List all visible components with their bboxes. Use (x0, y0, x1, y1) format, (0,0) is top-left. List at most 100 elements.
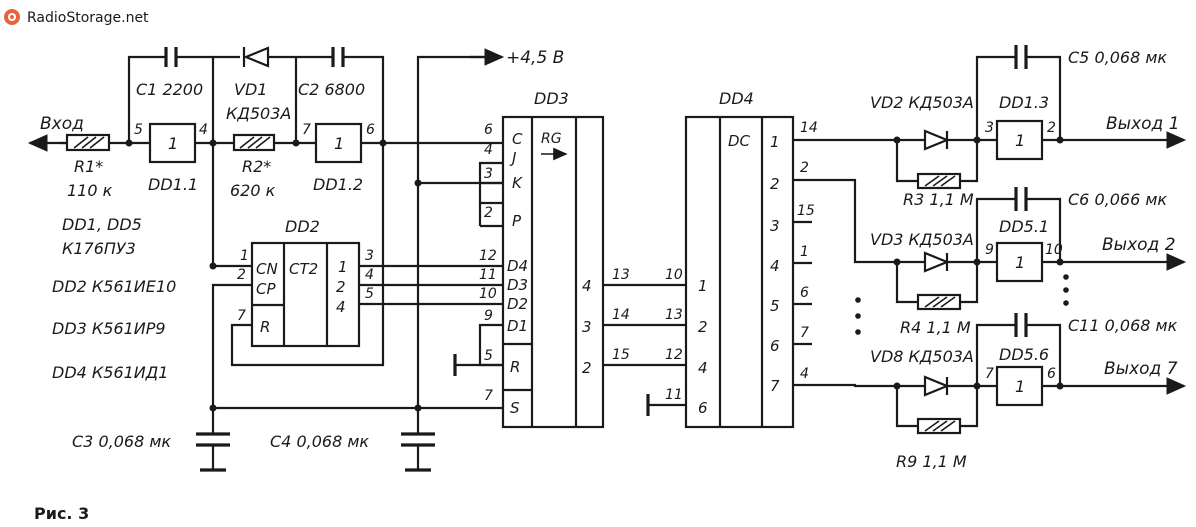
label-dd5-1: DD5.1 (999, 217, 1049, 236)
pin-dd3-p: 2 (484, 205, 493, 221)
vd1-name: VD1 (234, 80, 267, 99)
capacitor-c11-label: C11 0,068 мк (1068, 316, 1178, 335)
pin-dd2-q1: 3 (365, 248, 374, 264)
chip-dd2 (250, 241, 361, 348)
watermark-logo (4, 9, 20, 25)
dd4-out-2: 2 (770, 175, 780, 193)
pin-dd3-c: 6 (484, 122, 493, 138)
dd3-out-2: 2 (582, 359, 592, 377)
dd2-q4: 4 (336, 298, 346, 316)
dd4-out-6: 6 (770, 337, 780, 355)
pin-dd1-3-out: 2 (1047, 120, 1056, 136)
input-label: Вход (40, 114, 84, 134)
parts-dd2: DD2 К561ИЕ10 (52, 277, 176, 296)
dd3-d3: D3 (507, 276, 528, 294)
vd3-label: VD3 КД503А (870, 230, 974, 249)
pin-dd4-o7: 4 (800, 366, 809, 382)
dd3-d4: D4 (507, 257, 528, 275)
label-dd1-3: DD1.3 (999, 93, 1049, 112)
dd3-d2: D2 (507, 295, 528, 313)
dd3-p: P (512, 212, 522, 230)
capacitor-c3-label: C3 0,068 мк (72, 432, 171, 451)
r3-label: R3 1,1 М (903, 190, 974, 209)
label-dd2: DD2 (285, 217, 320, 236)
pin-dd1-2-in: 7 (302, 122, 311, 138)
pin-dd2-r: 7 (237, 308, 246, 324)
output-2-label: Выход 2 (1102, 235, 1176, 255)
pin-dd2-q2: 4 (365, 267, 374, 283)
capacitor-c5-label: C5 0,068 мк (1068, 48, 1167, 67)
pin-dd3-k: 3 (484, 166, 493, 182)
dd2-q1: 1 (338, 258, 348, 276)
pin-dd2-q4: 5 (365, 286, 374, 302)
pin-dd5-6-out: 6 (1047, 366, 1056, 382)
pin-dd2-cn: 1 (240, 248, 249, 264)
pin-dd4-o4: 1 (800, 244, 809, 260)
pin-dd1-1-out: 4 (199, 122, 208, 138)
pin-dd5-1-in: 9 (985, 242, 994, 258)
dd4-out-5: 5 (770, 297, 780, 315)
pin-dd1-2-out: 6 (366, 122, 375, 138)
dd4-dc: DC (728, 132, 751, 150)
pin-dd3-d3: 11 (479, 267, 497, 283)
output-7-label: Выход 7 (1104, 359, 1178, 379)
pin-dd4-o3: 15 (797, 203, 815, 219)
gate-dd5-1-symbol: 1 (1015, 253, 1025, 272)
figure-caption: Рис. 3 (34, 504, 89, 523)
pin-dd3-d1: 9 (484, 308, 493, 324)
pin-dd1-3-in: 3 (985, 120, 994, 136)
pin-dd3-q3: 14 (612, 307, 630, 323)
pin-dd4-o6: 7 (800, 325, 809, 341)
pin-dd1-1-in: 5 (134, 122, 143, 138)
dd4-in-6: 6 (698, 399, 708, 417)
pin-dd3-q4: 13 (612, 267, 630, 283)
dd2-cp: CP (256, 280, 276, 298)
dd2-r: R (260, 318, 270, 336)
parts-dd3: DD3 К561ИР9 (52, 319, 166, 338)
r1-name: R1* (74, 157, 103, 176)
supply-label: +4,5 В (506, 48, 564, 68)
dd3-k: K (512, 174, 523, 192)
pin-dd2-cp: 2 (237, 267, 246, 283)
pin-dd4-4: 12 (665, 347, 683, 363)
dd3-d1: D1 (507, 317, 528, 335)
pin-dd3-d2: 10 (479, 286, 497, 302)
pin-dd4-o2: 2 (800, 160, 809, 176)
pin-dd3-d4: 12 (479, 248, 497, 264)
parts-dd1-type: К176ПУ3 (62, 239, 136, 258)
vd8-label: VD8 КД503А (870, 347, 974, 366)
dd2-ct2: CT2 (289, 260, 318, 278)
ellipsis-dots (855, 274, 1069, 335)
capacitor-c6-label: C6 0,066 мк (1068, 190, 1167, 209)
dd4-in-1: 1 (698, 277, 708, 295)
capacitor-c1-label: C1 2200 (136, 80, 203, 99)
diode-vd8 (923, 375, 950, 397)
diode-vd2 (923, 129, 950, 151)
r2-name: R2* (242, 157, 271, 176)
gate-dd5-6-symbol: 1 (1015, 377, 1025, 396)
chip-dd3 (501, 115, 605, 429)
pin-dd4-1: 10 (665, 267, 683, 283)
diode-vd3 (923, 251, 950, 273)
diode-vd1 (243, 46, 270, 68)
dd3-out-4: 4 (582, 277, 592, 295)
dd3-c: C (512, 130, 523, 148)
parts-dd4: DD4 К561ИД1 (52, 363, 168, 382)
parts-dd1-dd5: DD1, DD5 (62, 215, 142, 234)
pin-dd5-1-out: 10 (1045, 242, 1063, 258)
pin-dd4-o1: 14 (800, 120, 818, 136)
dd4-in-4: 4 (698, 359, 708, 377)
pin-dd4-6: 11 (665, 387, 683, 403)
pin-dd5-6-in: 7 (985, 366, 994, 382)
watermark-text: RadioStorage.net (27, 10, 149, 26)
dd4-out-1: 1 (770, 133, 780, 151)
r4-label: R4 1,1 М (900, 318, 971, 337)
gate-dd1-3-symbol: 1 (1015, 131, 1025, 150)
pin-dd4-o5: 6 (800, 285, 809, 301)
pin-dd3-q2: 15 (612, 347, 630, 363)
gate-dd1-2-symbol: 1 (334, 134, 344, 153)
dd2-q2: 2 (336, 278, 346, 296)
vd1-type: КД503А (226, 104, 291, 123)
dd3-out-3: 3 (582, 318, 592, 336)
